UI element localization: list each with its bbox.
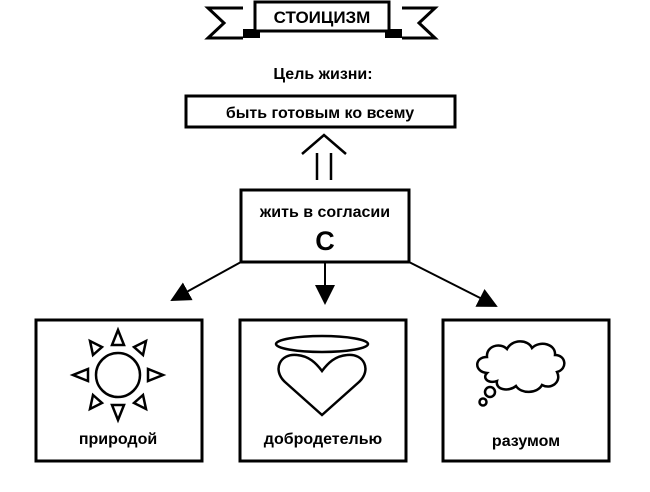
banner-body — [253, 0, 391, 33]
sun-icon — [69, 326, 167, 424]
thought-cloud-icon — [476, 340, 566, 407]
branch-reason-label: разумом — [492, 433, 560, 450]
halo-icon — [274, 334, 370, 354]
branch-nature-label: природой — [79, 431, 157, 448]
arrow-right — [408, 261, 498, 307]
branch-reason: разумом — [441, 318, 611, 463]
branch-nature: природой — [34, 318, 204, 463]
center-box: жить в согласии С — [239, 188, 411, 264]
goal-text: быть готовым ко всему — [226, 105, 414, 122]
heart-icon — [277, 353, 367, 417]
implies-arrow — [301, 133, 347, 180]
banner-title: СТОИЦИЗМ — [274, 8, 371, 27]
banner-right-tail — [402, 6, 439, 40]
arrow-left — [170, 261, 242, 301]
title-banner: СТОИЦИЗМ — [204, 0, 439, 40]
branch-virtue-label: добродетелью — [264, 431, 383, 448]
center-line1: жить в согласии — [259, 204, 390, 221]
goal-heading: Цель жизни: — [273, 66, 372, 83]
goal-box: быть готовым ко всему — [184, 94, 457, 129]
branch-arrows — [170, 261, 498, 307]
halo-heart-icon — [274, 334, 370, 417]
branch-virtue: добродетелью — [238, 318, 408, 463]
banner-left-tail — [204, 6, 243, 40]
center-line2: С — [315, 226, 335, 256]
